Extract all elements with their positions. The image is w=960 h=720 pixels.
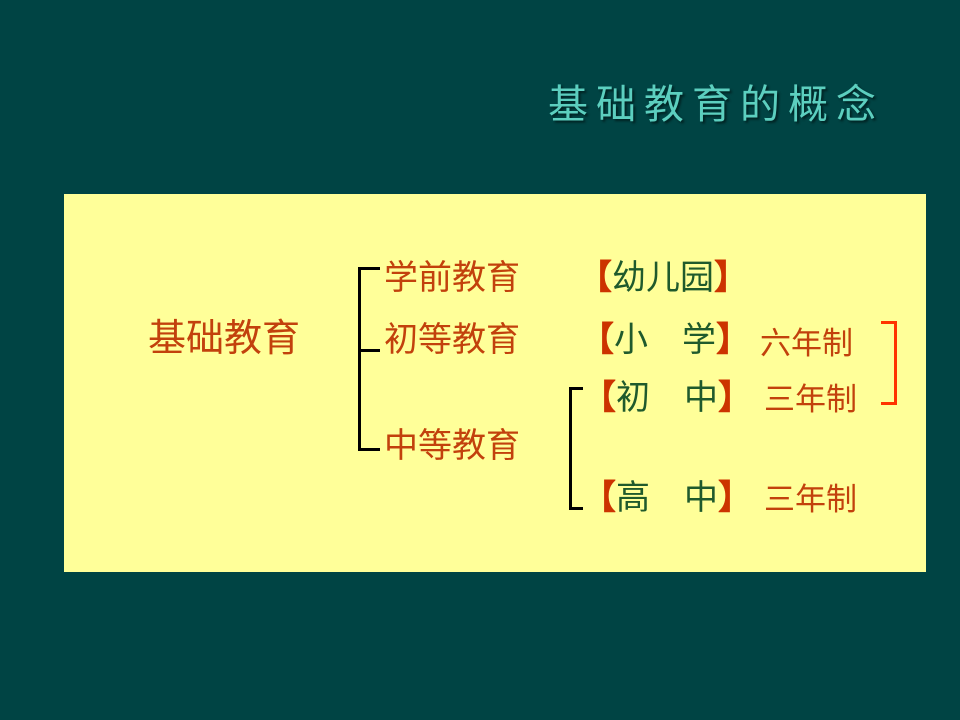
item-senior-high: 【高 中】 <box>582 478 752 518</box>
close-bracket: 】 <box>718 378 752 418</box>
item-primary-school: 【小 学】 <box>580 320 750 360</box>
red-bracket-bottom <box>881 402 897 405</box>
main-bracket-top-tick <box>358 267 380 270</box>
item-junior-high: 【初 中】 <box>582 378 752 418</box>
open-bracket: 【 <box>582 378 616 418</box>
secondary-bracket-bottom-tick <box>569 507 583 510</box>
open-bracket: 【 <box>578 258 612 298</box>
main-bracket-bottom-tick <box>358 448 380 451</box>
open-bracket: 【 <box>580 320 614 360</box>
close-bracket: 】 <box>716 320 750 360</box>
duration-junior-high: 三年制 <box>764 382 857 418</box>
duration-senior-high: 三年制 <box>764 482 857 518</box>
secondary-bracket-top-tick <box>569 387 583 390</box>
item-label: 小 学 <box>614 320 716 360</box>
secondary-bracket-vertical <box>569 387 572 510</box>
red-bracket-vertical <box>894 321 897 405</box>
diagram-panel <box>64 194 926 572</box>
item-label: 高 中 <box>616 478 718 518</box>
close-bracket: 】 <box>718 478 752 518</box>
main-bracket-mid-tick <box>358 349 380 352</box>
open-bracket: 【 <box>582 478 616 518</box>
close-bracket: 】 <box>714 258 748 298</box>
root-node: 基础教育 <box>148 316 301 360</box>
item-kindergarten: 【幼儿园】 <box>578 258 748 298</box>
main-bracket-vertical <box>358 267 361 451</box>
duration-primary: 六年制 <box>760 326 853 362</box>
branch-preschool: 学前教育 <box>384 258 520 298</box>
item-label: 初 中 <box>616 378 718 418</box>
item-label: 幼儿园 <box>612 258 714 298</box>
branch-primary: 初等教育 <box>384 320 520 360</box>
branch-secondary: 中等教育 <box>384 426 520 466</box>
slide-title: 基础教育的概念 <box>548 82 884 128</box>
red-bracket-top <box>881 321 897 324</box>
